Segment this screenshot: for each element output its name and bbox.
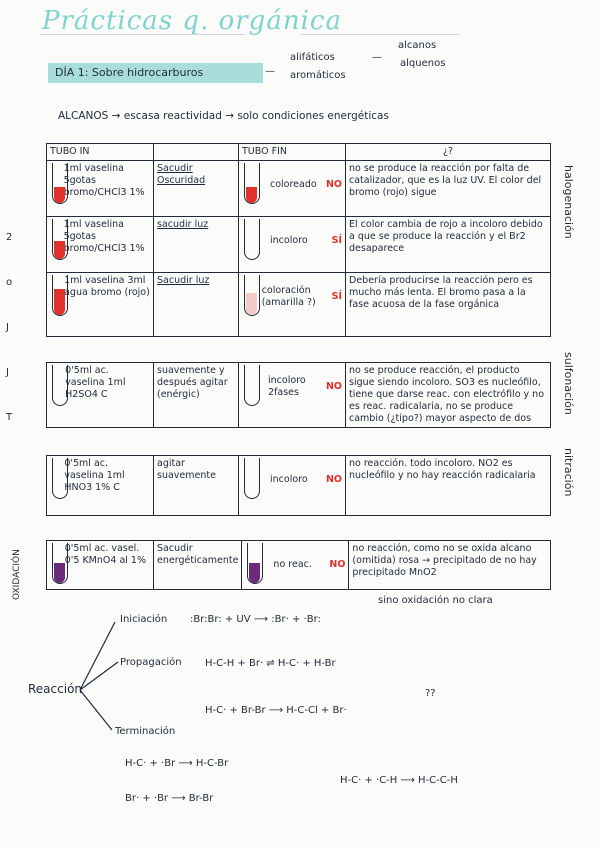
nitration-table: 0'5ml ac. vaselina 1ml HNO3 1% C agitar … bbox=[46, 455, 551, 516]
test-tube-icon bbox=[245, 543, 265, 587]
oxidation-table: 0'5ml ac. vasel. 0'5 KMnO4 al 1% Sacudir… bbox=[46, 540, 551, 590]
table-row: 1ml vaselina 5gotas bromo/CHCl3 1% sacud… bbox=[46, 216, 551, 273]
question-mark: ?? bbox=[425, 688, 436, 699]
equation-term3: H-C· + ·C-H ⟶ H-C-C-H bbox=[340, 775, 458, 786]
equation-term1: H-C· + ·Br ⟶ H-C-Br bbox=[125, 758, 229, 769]
branch-alquenos: alquenos bbox=[400, 58, 446, 69]
result-tag: NO bbox=[329, 559, 346, 570]
test-tube-icon bbox=[50, 543, 68, 587]
table-row: 0'5ml ac. vaselina 1ml H2SO4 C suavement… bbox=[46, 362, 551, 428]
title-underline bbox=[300, 34, 460, 35]
result-tag: NO bbox=[325, 381, 342, 392]
result-tag: SÍ bbox=[331, 235, 342, 246]
test-tube-icon bbox=[242, 275, 260, 319]
alcanos-note: ALCANOS → escasa reactividad → solo cond… bbox=[58, 110, 389, 122]
branch-aromaticos: aromáticos bbox=[290, 70, 346, 81]
branch-alcanos: alcanos bbox=[398, 40, 437, 51]
test-tube-icon bbox=[50, 458, 68, 502]
result-tag: NO bbox=[325, 179, 342, 190]
step-propagacion: Propagación bbox=[120, 657, 182, 668]
table-row: 1ml vaselina 5gotas bromo/CHCl3 1% Sacud… bbox=[46, 160, 551, 217]
table-row: 0'5ml ac. vasel. 0'5 KMnO4 al 1% Sacudir… bbox=[46, 540, 551, 590]
equation-term2: Br· + ·Br ⟶ Br-Br bbox=[125, 793, 214, 804]
step-terminacion: Terminación bbox=[115, 726, 176, 737]
result-tag: SÍ bbox=[331, 291, 342, 302]
branch-alifaticos: alifáticos bbox=[290, 52, 335, 63]
equation-prop2: H-C· + Br-Br ⟶ H-C-Cl + Br· bbox=[205, 705, 347, 716]
test-tube-icon bbox=[50, 275, 68, 319]
test-tube-icon bbox=[242, 365, 262, 409]
halogenation-table: TUBO IN TUBO FIN ¿? 1ml vaselina 5gotas … bbox=[46, 143, 551, 337]
oxidation-note: sino oxidación no clara bbox=[378, 595, 493, 606]
reaccion-label: Reacción bbox=[28, 682, 83, 696]
title-underline bbox=[40, 34, 245, 35]
step-iniciacion: Iniciación bbox=[120, 614, 168, 625]
day-highlight bbox=[48, 63, 263, 83]
page-title: Prácticas q. orgánica bbox=[42, 6, 342, 36]
test-tube-icon bbox=[50, 365, 68, 409]
table-row: 1ml vaselina 3ml agua bromo (rojo) Sacud… bbox=[46, 272, 551, 337]
day-heading: DÍA 1: Sobre hidrocarburos bbox=[55, 66, 204, 79]
equation-init: :Br:Br: + UV ⟶ :Br· + ·Br: bbox=[190, 614, 321, 625]
margin-letters: 2 o J J T bbox=[6, 232, 13, 423]
test-tube-icon bbox=[50, 163, 68, 207]
sulfonation-table: 0'5ml ac. vaselina 1ml H2SO4 C suavement… bbox=[46, 362, 551, 428]
table-row: 0'5ml ac. vaselina 1ml HNO3 1% C agitar … bbox=[46, 455, 551, 516]
test-tube-icon bbox=[50, 219, 68, 263]
result-tag: NO bbox=[325, 474, 342, 485]
test-tube-icon bbox=[242, 458, 262, 502]
test-tube-icon bbox=[242, 219, 262, 263]
equation-prop1: H-C-H + Br· ⇌ H-C· + H-Br bbox=[205, 658, 336, 669]
test-tube-icon bbox=[242, 163, 262, 207]
